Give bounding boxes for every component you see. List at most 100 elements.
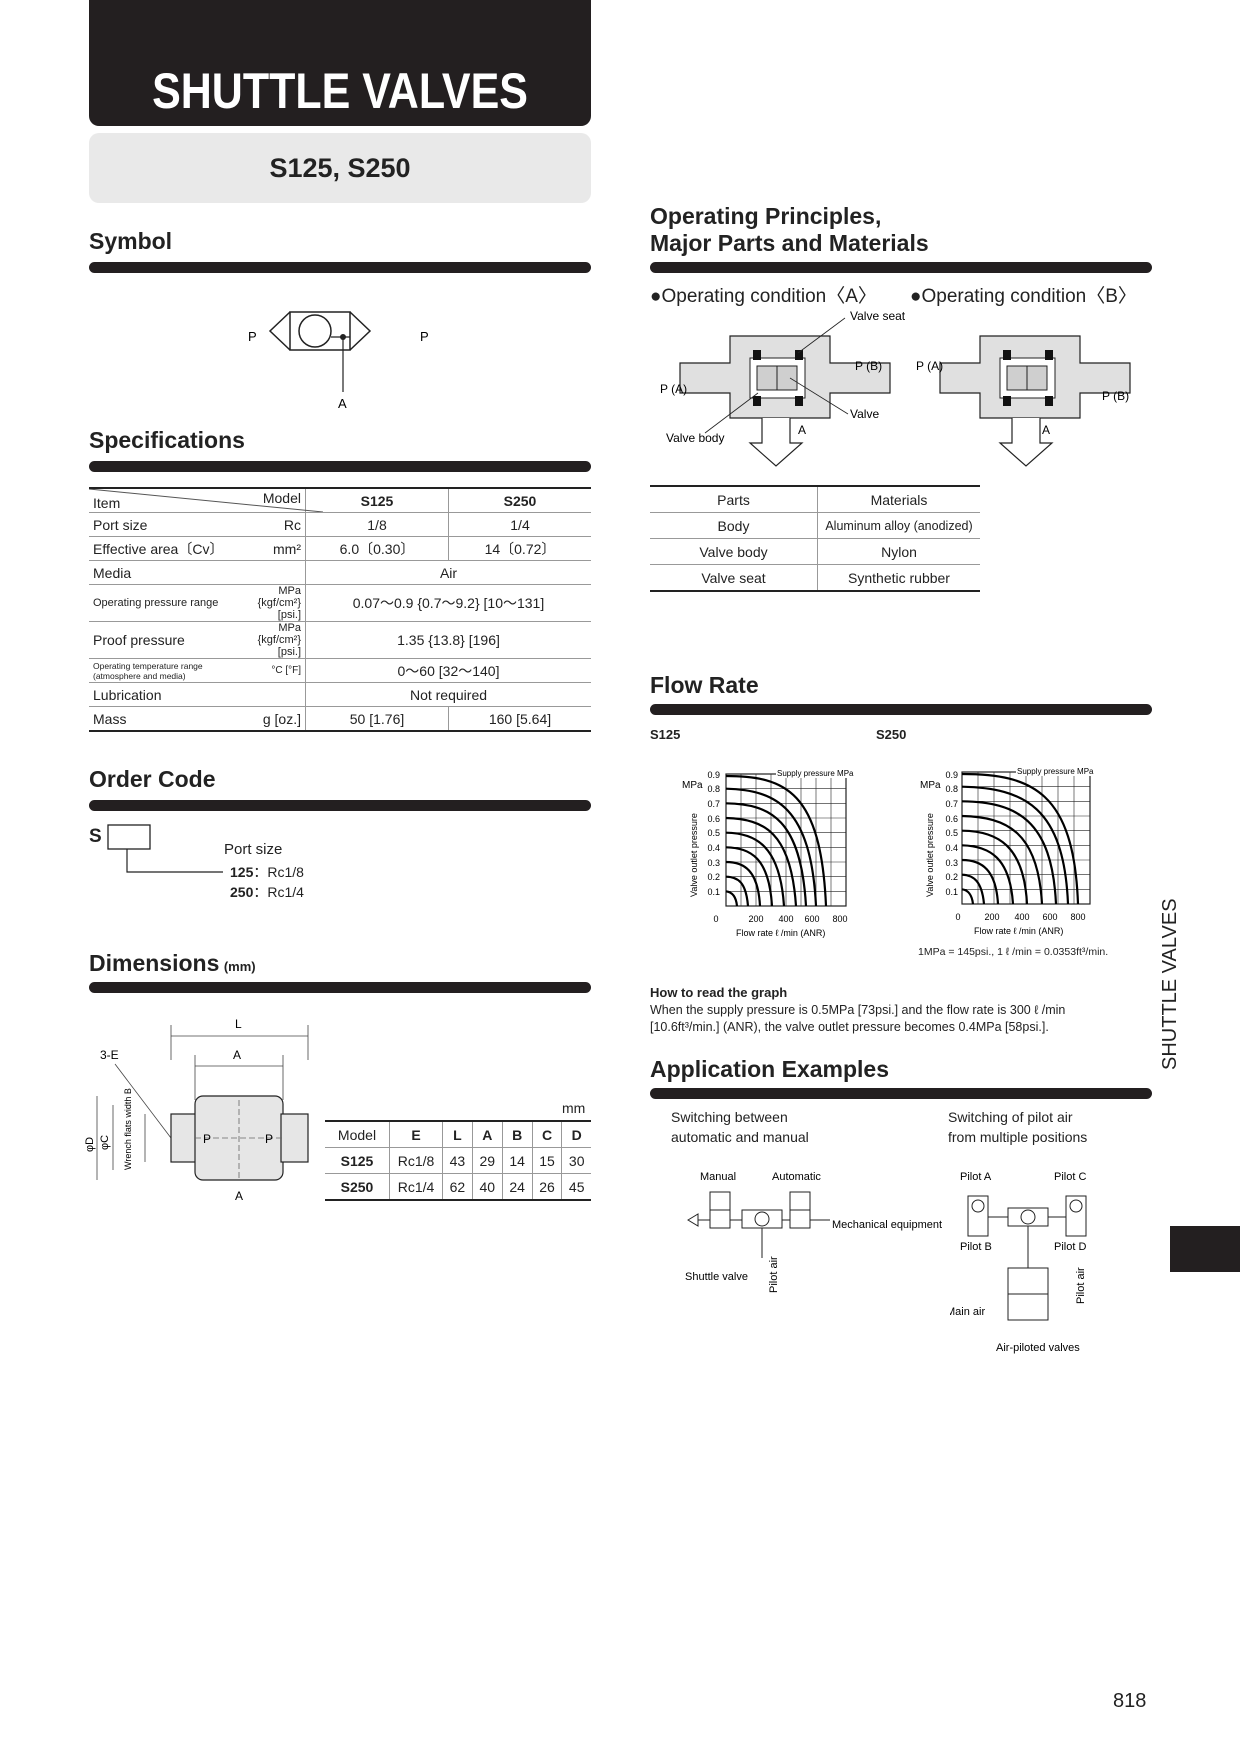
order-code-option-250: 250：Rc1/4 [230,884,304,900]
application-bar [650,1088,1152,1099]
svg-text:A: A [798,423,806,437]
svg-text:0.8: 0.8 [945,784,958,794]
svg-text:0.6: 0.6 [945,814,958,824]
svg-text:0: 0 [955,912,960,922]
model-band: S125, S250 [89,133,591,203]
operating-condition-a: ●Operating condition〈A〉 [650,286,877,307]
svg-text:Main air: Main air [950,1306,985,1318]
svg-text:0: 0 [713,914,718,924]
svg-text:0.2: 0.2 [707,872,720,882]
flow-rate-bar [650,704,1152,715]
howto-line-2: [10.6ft³/min.] (ANR), the valve outlet p… [650,1020,1049,1034]
svg-text:L: L [235,1017,242,1031]
svg-text:0.7: 0.7 [707,799,720,809]
svg-text:0.6: 0.6 [707,814,720,824]
svg-text:Manual: Manual [700,1171,736,1183]
svg-text:Valve outlet pressure: Valve outlet pressure [925,813,935,897]
operating-heading: Operating Principles, Major Parts and Ma… [650,203,929,256]
svg-text:0.3: 0.3 [707,858,720,868]
order-code-box-diagram [107,824,223,873]
flow-chart-s125: Supply pressure MPa MPa 0.90.80.7 0.60.5… [682,768,854,938]
svg-text:Mechanical equipment: Mechanical equipment [832,1219,942,1231]
svg-text:P (B): P (B) [855,359,882,373]
svg-text:0.4: 0.4 [707,843,720,853]
order-code-heading: Order Code [89,766,216,792]
specifications-heading: Specifications [89,427,245,453]
svg-text:600: 600 [804,914,819,924]
svg-text:A: A [233,1048,241,1062]
flow-unit-note: 1MPa = 145psi., 1 ℓ /min = 0.0353ft³/min… [918,946,1109,958]
svg-text:0.5: 0.5 [707,828,720,838]
svg-text:0.9: 0.9 [707,770,720,780]
svg-text:MPa: MPa [920,780,941,791]
symbol-p-right: P [420,329,429,344]
svg-text:Pilot D: Pilot D [1054,1241,1086,1253]
svg-text:3-E: 3-E [100,1048,119,1062]
operating-condition-b: ●Operating condition〈B〉 [910,286,1137,307]
svg-text:Valve outlet pressure: Valve outlet pressure [689,813,699,897]
page-number: 818 [1113,1690,1147,1712]
application-heading: Application Examples [650,1056,890,1082]
operating-b-diagram: P (A) P (B) A [916,335,1131,467]
spec-row-lubrication: Lubrication Not required [89,682,591,707]
order-code-bar [89,800,591,811]
svg-text:MPa: MPa [682,780,703,791]
svg-text:Pilot B: Pilot B [960,1241,992,1253]
svg-text:Pilot A: Pilot A [960,1171,992,1183]
dim-table-unit: mm [562,1100,586,1116]
svg-text:600: 600 [1042,912,1057,922]
operating-bar [650,262,1152,273]
svg-text:Valve seat: Valve seat [850,309,906,323]
svg-text:P: P [203,1132,211,1146]
spec-header-s125: S125 [305,487,449,513]
svg-text:P (B): P (B) [1102,389,1129,403]
svg-text:200: 200 [984,912,999,922]
spec-row-operating-temperature: Operating temperature range (atmosphere … [89,658,591,683]
svg-text:A: A [235,1189,243,1203]
svg-text:Air-piloted valves: Air-piloted valves [996,1342,1080,1354]
svg-text:400: 400 [778,914,793,924]
svg-text:Valve: Valve [850,407,879,421]
svg-text:800: 800 [832,914,847,924]
svg-text:0.2: 0.2 [945,872,958,882]
dimensions-heading: Dimensions (mm) [89,950,256,976]
application-left-diagram: Manual Automatic Mechanical equipment Sh… [685,1171,942,1293]
svg-text:Flow rate ℓ /min (ANR): Flow rate ℓ /min (ANR) [974,926,1063,936]
howto-title: How to read the graph [650,985,788,1000]
svg-text:0.1: 0.1 [707,887,720,897]
svg-text:0.3: 0.3 [945,858,958,868]
svg-text:A: A [1042,423,1050,437]
symbol-bar [89,262,591,273]
order-code-prefix: S [89,826,102,847]
svg-text:Supply pressure MPa: Supply pressure MPa [1017,767,1094,776]
flow-chart-s250: Supply pressure MPa MPa 0.90.80.7 0.60.5… [920,766,1094,936]
svg-text:P: P [265,1132,273,1146]
svg-text:0.1: 0.1 [945,887,958,897]
svg-text:Automatic: Automatic [772,1171,821,1183]
model-list: S125, S250 [269,153,411,183]
svg-text:φD: φD [85,1137,96,1152]
svg-text:φC: φC [99,1135,111,1150]
svg-text:0.8: 0.8 [707,784,720,794]
dimensions-bar [89,982,591,993]
dim-header-row: Model E L A B C D [325,1120,591,1148]
svg-text:Pilot air: Pilot air [768,1256,780,1293]
svg-text:P (A): P (A) [660,382,687,396]
howto-line-1: When the supply pressure is 0.5MPa [73ps… [650,1003,1066,1017]
svg-text:Wrench flats width B: Wrench flats width B [123,1088,133,1170]
svg-text:0.4: 0.4 [945,843,958,853]
svg-text:Flow rate ℓ /min (ANR): Flow rate ℓ /min (ANR) [736,928,825,938]
order-code-option-125: 125：Rc1/8 [230,864,304,880]
side-tab-block [1170,1226,1240,1272]
